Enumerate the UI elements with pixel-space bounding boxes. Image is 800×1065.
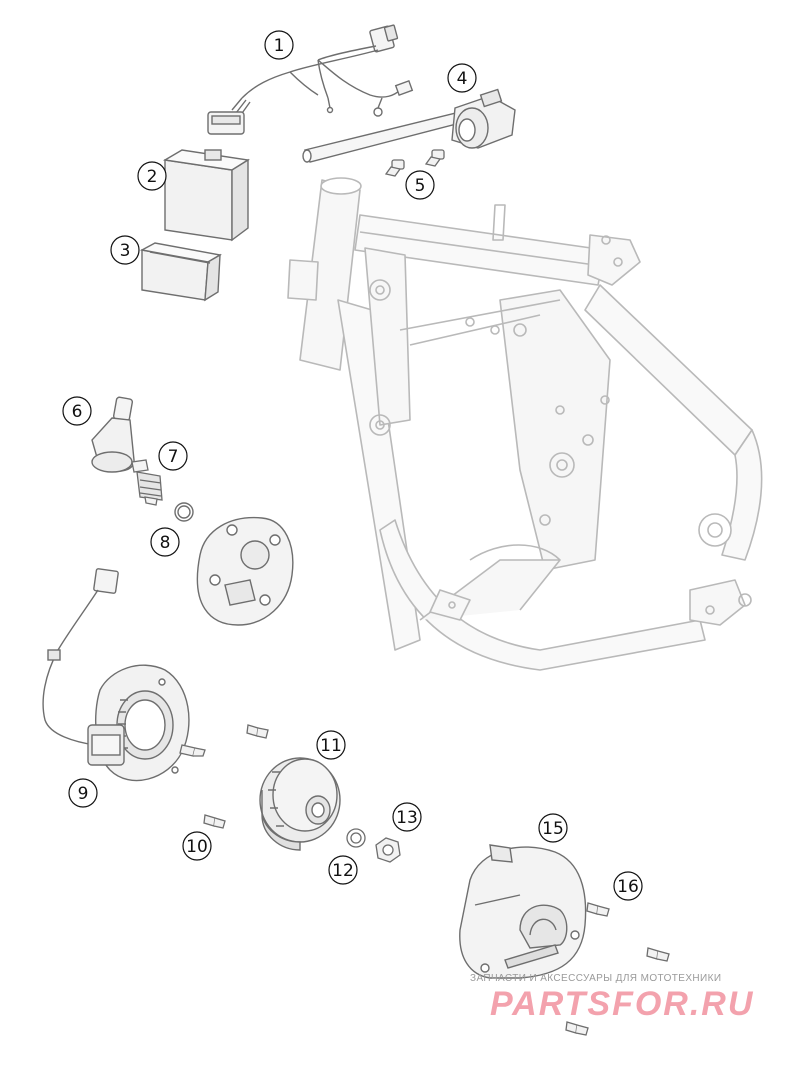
callout-11: 11 [316, 730, 346, 760]
cdi-unit [162, 149, 250, 242]
svg-text:5: 5 [415, 176, 426, 196]
stator-screws [179, 724, 269, 829]
svg-text:12: 12 [332, 861, 354, 881]
svg-text:6: 6 [72, 402, 83, 422]
coil-screws [384, 149, 445, 177]
callout-9: 9 [68, 778, 98, 808]
ignition-coil [302, 88, 516, 163]
svg-text:16: 16 [617, 877, 639, 897]
svg-text:4: 4 [457, 69, 468, 89]
callout-7: 7 [158, 441, 188, 471]
svg-text:15: 15 [542, 819, 564, 839]
svg-text:9: 9 [78, 784, 89, 804]
callout-13: 13 [392, 802, 422, 832]
spark-plug-cap [91, 396, 135, 473]
svg-text:8: 8 [160, 533, 171, 553]
svg-text:7: 7 [168, 447, 179, 467]
rotor [259, 757, 341, 851]
svg-text:11: 11 [320, 736, 342, 756]
callout-10: 10 [182, 831, 212, 861]
callout-12: 12 [328, 855, 358, 885]
frame [287, 177, 763, 671]
callout-1: 1 [264, 30, 294, 60]
svg-text:10: 10 [186, 837, 208, 857]
callouts: 1 2 3 4 5 6 7 8 9 10 11 12 13 15 16 [62, 30, 643, 901]
spark-plug [131, 459, 163, 506]
callout-4: 4 [447, 63, 477, 93]
watermark-logo: PARTSFOR.RU [490, 985, 755, 1023]
callout-6: 6 [62, 396, 92, 426]
rotor-washer [346, 828, 366, 848]
callout-8: 8 [150, 527, 180, 557]
callout-15: 15 [538, 813, 568, 843]
callout-2: 2 [137, 161, 167, 191]
rotor-nut [375, 837, 401, 863]
cdi-holder [139, 242, 222, 302]
watermark-caption: ЗАПЧАСТИ И АКСЕССУАРЫ ДЛЯ МОТОТЕХНИКИ [470, 973, 722, 984]
cylinder-head [174, 502, 294, 626]
svg-text:13: 13 [396, 808, 418, 828]
callout-5: 5 [405, 170, 435, 200]
svg-text:3: 3 [120, 241, 131, 261]
stator [42, 568, 190, 782]
callout-16: 16 [613, 871, 643, 901]
callout-3: 3 [110, 235, 140, 265]
svg-text:2: 2 [147, 167, 158, 187]
svg-text:1: 1 [274, 36, 285, 56]
cover-screws [565, 902, 670, 1036]
ignition-cover [459, 844, 587, 979]
wiring-harness [207, 24, 414, 135]
